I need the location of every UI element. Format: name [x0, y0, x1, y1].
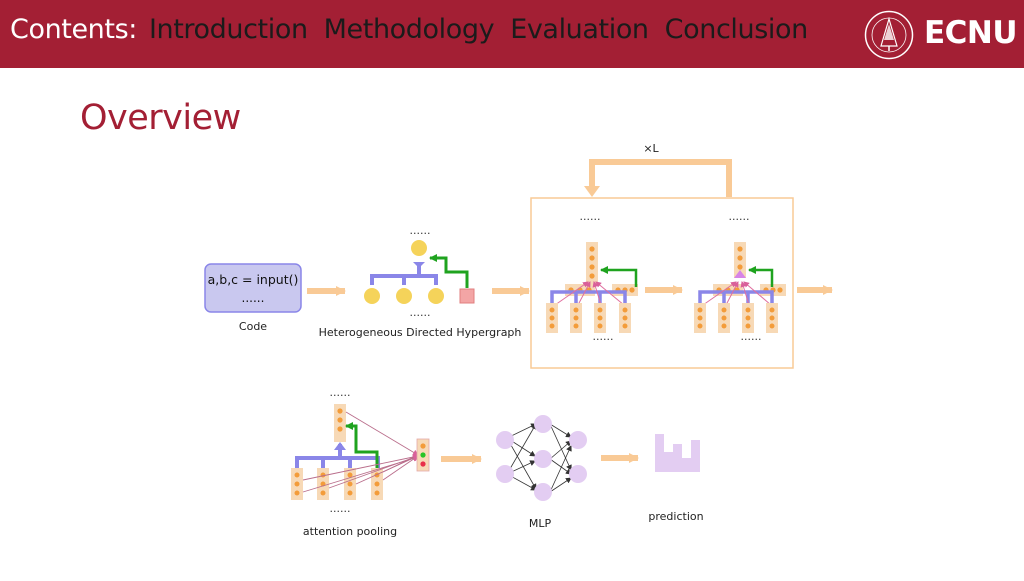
- prediction-bars: [655, 434, 700, 472]
- nav-item-conclusion[interactable]: Conclusion: [664, 14, 809, 45]
- attention-pooling: ...... ......: [291, 386, 430, 515]
- ecnu-logo-text: ECNU: [924, 15, 1018, 51]
- node-b: [396, 288, 412, 304]
- prediction-label: prediction: [648, 510, 703, 523]
- layer-two: ...... ......: [694, 210, 786, 343]
- node-c: [428, 288, 444, 304]
- university-seal-icon: [864, 10, 914, 60]
- code-block: a,b,c = input() ......: [204, 263, 302, 313]
- layer-one: ...... ......: [546, 210, 638, 343]
- attention-ellipsis-bottom: ......: [330, 502, 351, 515]
- code-text: a,b,c = input(): [208, 272, 299, 287]
- loop-arrow: [589, 159, 732, 197]
- hypergraph: ...... ......: [364, 224, 475, 319]
- page-title: Overview: [80, 98, 241, 138]
- ellipsis-top: ......: [410, 224, 431, 237]
- loop-label: ×L: [643, 142, 659, 155]
- code-dots: ......: [242, 291, 265, 305]
- layer-one-ellipsis-top: ......: [580, 210, 601, 223]
- attention-pooling-label: attention pooling: [303, 525, 397, 538]
- node-square: [459, 288, 475, 304]
- contents-label: Contents:: [10, 14, 137, 45]
- contents-nav: Contents: Introduction Methodology Evalu…: [10, 14, 824, 45]
- layer-one-ellipsis-bottom: ......: [593, 330, 614, 343]
- ellipsis-bottom: ......: [410, 306, 431, 319]
- nav-item-introduction[interactable]: Introduction: [148, 14, 308, 45]
- layer-two-ellipsis-bottom: ......: [741, 330, 762, 343]
- hypergraph-label: Heterogeneous Directed Hypergraph: [319, 326, 522, 339]
- attention-ellipsis-top: ......: [330, 386, 351, 399]
- layer-two-ellipsis-top: ......: [729, 210, 750, 223]
- header-bar: Contents: Introduction Methodology Evalu…: [0, 0, 1024, 68]
- mlp-label: MLP: [529, 517, 552, 530]
- nav-item-methodology[interactable]: Methodology: [323, 14, 495, 45]
- nav-item-evaluation[interactable]: Evaluation: [510, 14, 649, 45]
- code-label: Code: [239, 320, 267, 333]
- mlp-network: [496, 415, 587, 501]
- node-top: [411, 240, 427, 256]
- node-a: [364, 288, 380, 304]
